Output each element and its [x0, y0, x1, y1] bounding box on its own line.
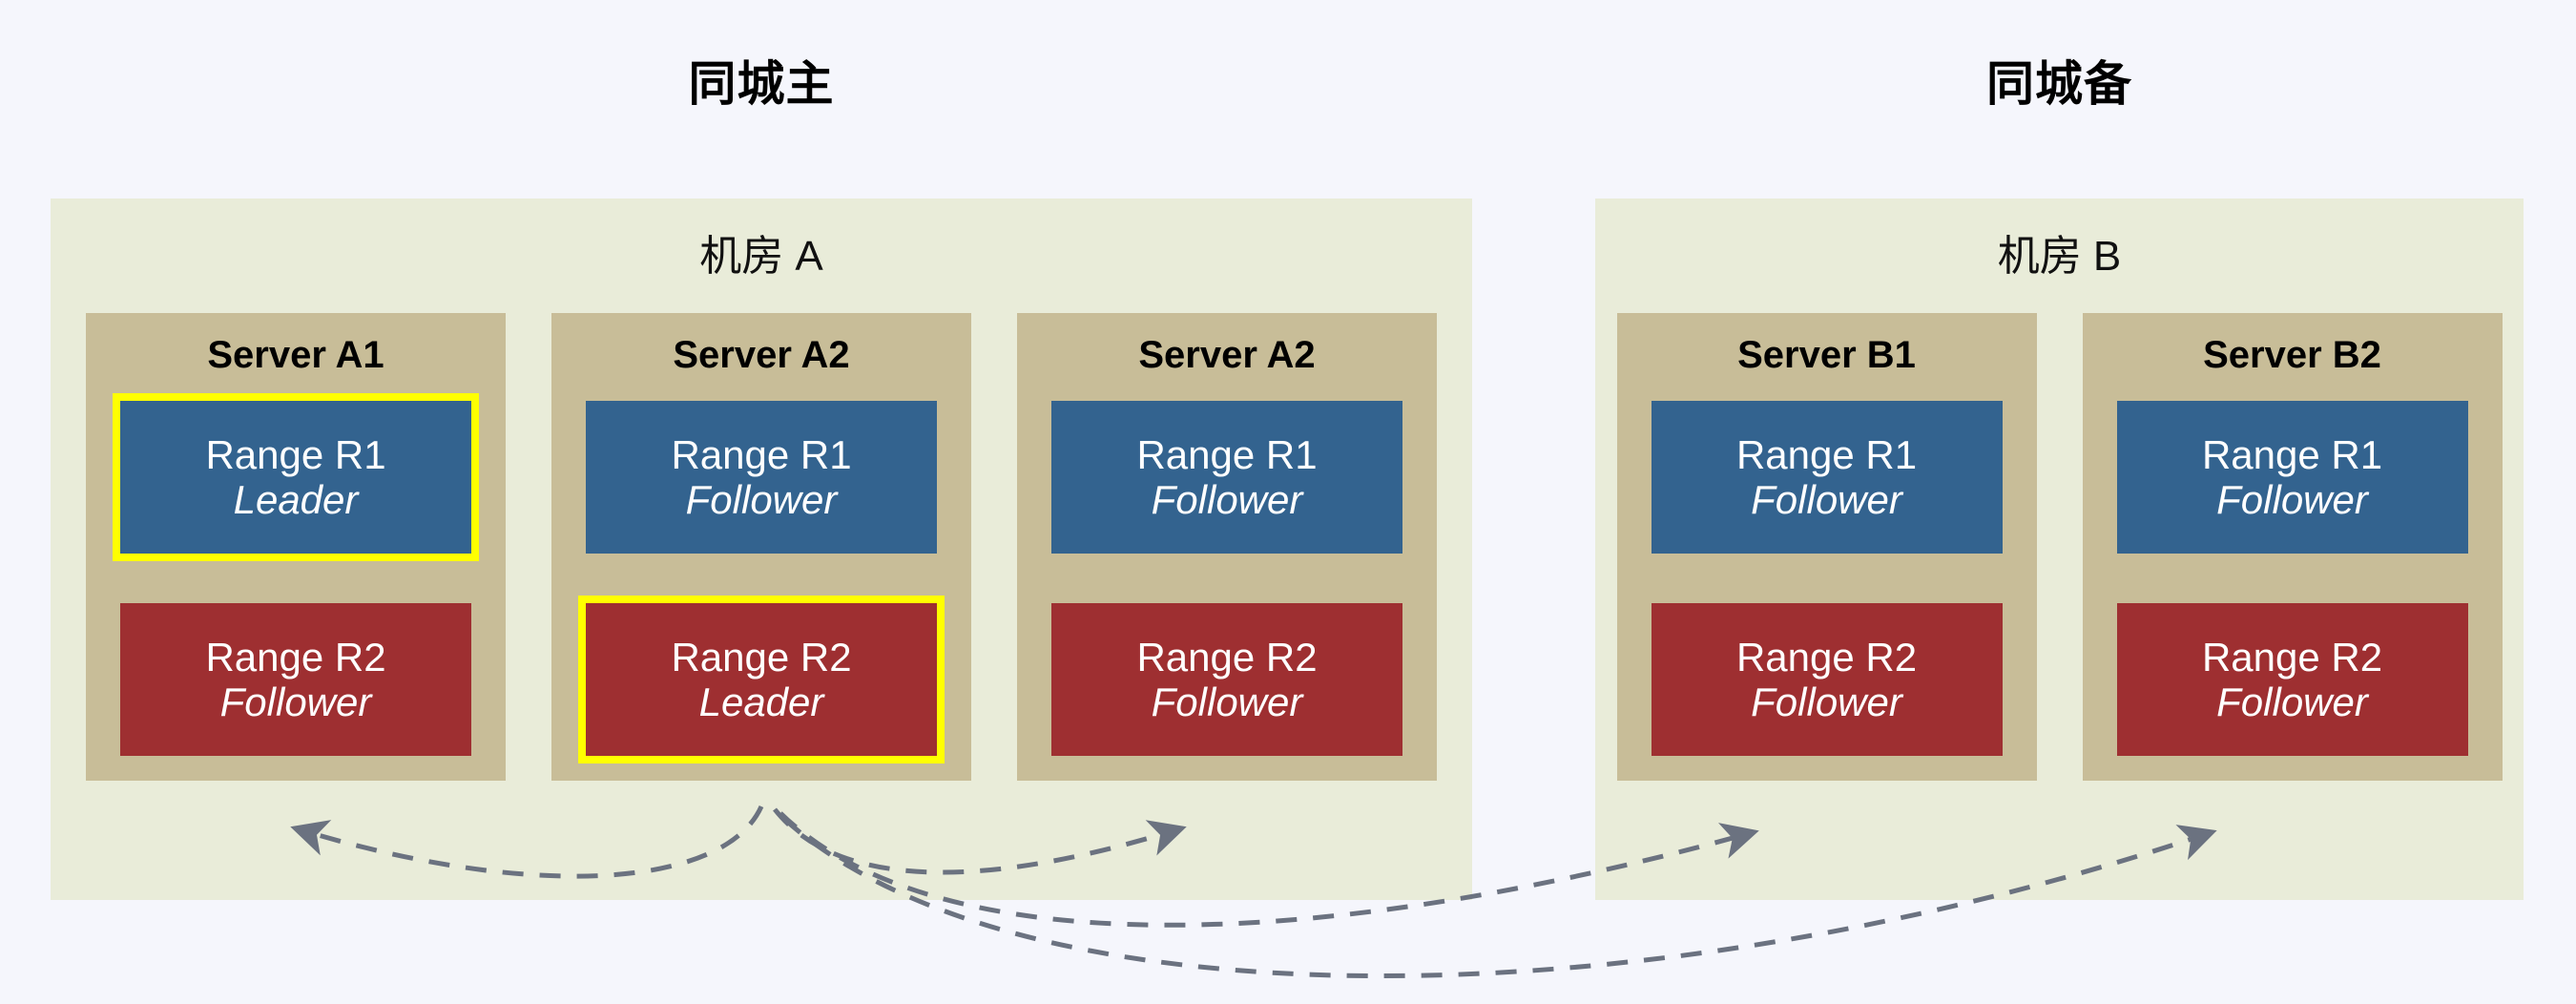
zone-machine-room-a: 机房 A Server A1 Range R1 Leader Range R2 … — [51, 199, 1472, 900]
range-role: Follower — [2216, 477, 2368, 522]
range-role: Follower — [1151, 477, 1303, 522]
range-role: Follower — [685, 477, 838, 522]
server-a1[interactable]: Server A1 Range R1 Leader Range R2 Follo… — [86, 313, 506, 781]
zone-b-server-row: Server B1 Range R1 Follower Range R2 Fol… — [1595, 313, 2524, 847]
range-role: Follower — [219, 680, 372, 724]
range-box-a1-r2[interactable]: Range R2 Follower — [120, 603, 471, 756]
range-name: Range R2 — [1735, 634, 1918, 680]
section-title-standby: 同城备 — [1986, 57, 2132, 111]
range-name: Range R1 — [671, 431, 852, 477]
range-role: Leader — [233, 477, 359, 522]
server-a2[interactable]: Server A2 Range R1 Follower Range R2 Lea… — [551, 313, 971, 781]
server-b2-title: Server B2 — [2203, 334, 2381, 376]
section-title-primary: 同城主 — [688, 57, 835, 111]
server-b1-title: Server B1 — [1737, 334, 1916, 376]
range-box-a2-r2[interactable]: Range R2 Leader — [578, 596, 945, 763]
server-a1-title: Server A1 — [207, 334, 384, 376]
range-name: Range R2 — [205, 634, 386, 680]
server-a3-title: Server A2 — [1138, 334, 1316, 376]
range-role: Leader — [698, 680, 824, 724]
range-box-a2-r1[interactable]: Range R1 Follower — [586, 401, 937, 554]
range-box-a3-r1[interactable]: Range R1 Follower — [1051, 401, 1402, 554]
range-box-a3-r2[interactable]: Range R2 Follower — [1051, 603, 1402, 756]
range-name: Range R1 — [205, 431, 386, 477]
range-name: Range R2 — [1136, 634, 1318, 680]
range-name: Range R1 — [1136, 431, 1318, 477]
range-box-b1-r2[interactable]: Range R2 Follower — [1651, 603, 2003, 756]
zone-machine-room-b: 机房 B Server B1 Range R1 Follower Range R… — [1595, 199, 2524, 900]
range-role: Follower — [1751, 680, 1902, 724]
range-name: Range R2 — [671, 634, 852, 680]
server-b2[interactable]: Server B2 Range R1 Follower Range R2 Fol… — [2082, 313, 2503, 781]
range-role: Follower — [1751, 477, 1902, 522]
zone-b-label: 机房 B — [1997, 233, 2122, 280]
range-name: Range R1 — [1735, 431, 1918, 477]
server-a3[interactable]: Server A2 Range R1 Follower Range R2 Fol… — [1017, 313, 1437, 781]
range-box-b2-r1[interactable]: Range R1 Follower — [2116, 401, 2468, 554]
zone-a-label: 机房 A — [699, 233, 823, 280]
range-role: Follower — [2216, 680, 2368, 724]
range-box-a1-r1[interactable]: Range R1 Leader — [113, 393, 479, 561]
zone-a-server-row: Server A1 Range R1 Leader Range R2 Follo… — [51, 313, 1472, 847]
server-a2-title: Server A2 — [673, 334, 850, 376]
server-b1[interactable]: Server B1 Range R1 Follower Range R2 Fol… — [1616, 313, 2037, 781]
range-box-b1-r1[interactable]: Range R1 Follower — [1651, 401, 2003, 554]
range-box-b2-r2[interactable]: Range R2 Follower — [2116, 603, 2468, 756]
range-name: Range R2 — [2201, 634, 2383, 680]
range-role: Follower — [1151, 680, 1303, 724]
range-name: Range R1 — [2201, 431, 2383, 477]
